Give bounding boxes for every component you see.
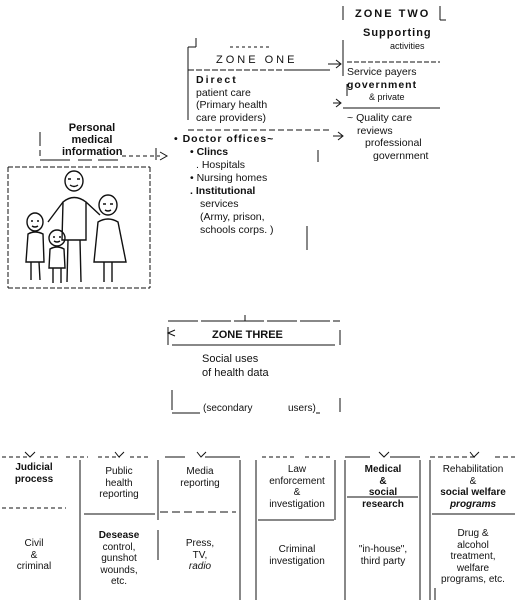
- col-judicial-body-3: criminal: [16, 561, 52, 572]
- col-rehab-body-2: alcohol: [457, 539, 489, 551]
- zone-two-quality-care: Quality care: [356, 112, 413, 124]
- col-rehab-head-1: Rehabilitation: [442, 464, 504, 475]
- zone-two-government2: government: [373, 149, 429, 162]
- col-law-body-1: Criminal: [278, 544, 316, 555]
- col-rehab-head-3: social welfare: [440, 487, 506, 498]
- zone-one-primary: (Primary health: [196, 99, 268, 111]
- col-judicial-head-2: process: [14, 473, 54, 485]
- zone-three-social: Social uses of health data: [202, 352, 269, 380]
- zone-one-institutional: Institutional: [195, 185, 256, 197]
- col-rehab-head: Rehabilitation & social welfare programs: [430, 464, 516, 510]
- col-public-body-5: etc.: [110, 576, 128, 587]
- col-public-body-4: wounds,: [100, 564, 138, 576]
- family-drawing: [25, 170, 127, 283]
- col-public-body-1: Desease: [98, 530, 140, 541]
- col-medical-head: Medical & social research: [347, 464, 419, 510]
- zone-three-users: users): [288, 403, 316, 414]
- zone-one-patient-care: patient care: [196, 86, 251, 99]
- col-rehab-head-2: &: [469, 475, 477, 487]
- col-judicial-head-1: Judicial: [15, 462, 53, 473]
- zone-three-social-uses: Social uses: [202, 353, 259, 365]
- col-media-body-2: TV,: [192, 549, 208, 561]
- zone-two-private: & private: [369, 92, 405, 102]
- col-public-head-3: reporting: [99, 489, 139, 500]
- zone-two-service-payers: Service payers: [347, 66, 417, 78]
- zone-two-government: government: [347, 78, 418, 91]
- col-judicial-body-1: Civil: [24, 538, 44, 549]
- zone-two-quality: ~ Quality care reviews professional gove…: [347, 112, 429, 162]
- zone-one-clinics: Clincs: [196, 146, 229, 158]
- personal-info-label: Personal medical information: [62, 122, 123, 158]
- col-medical-body-1: "in-house",: [358, 544, 408, 555]
- personal-line3: information: [62, 146, 123, 158]
- col-medical-head-4: research: [362, 498, 404, 510]
- zone-one-schools: schools corps. ): [200, 224, 274, 236]
- col-public-body: Desease control, gunshot wounds, etc.: [82, 530, 156, 588]
- zone-one-services: services: [200, 198, 239, 210]
- col-medical-head-3: social: [368, 487, 398, 498]
- zone-one-providers-list: • Doctor offices~ • Clincs . Hospitals •…: [174, 133, 275, 236]
- col-law-head-2: enforcement: [269, 475, 325, 487]
- col-media-head: Media reporting: [162, 466, 238, 489]
- col-law-head-3: &: [293, 487, 301, 498]
- zone-two-payers: Service payers government & private: [347, 66, 417, 104]
- col-law-head: Law enforcement & investigation: [258, 464, 336, 510]
- col-public-head-1: Public: [105, 466, 133, 477]
- zone-three-title: ZONE THREE: [212, 329, 283, 341]
- col-judicial-head: Judicial process: [0, 462, 68, 485]
- col-law-head-4: investigation: [269, 498, 325, 510]
- col-medical-body: "in-house", third party: [347, 544, 419, 567]
- zone-two-activities: activities: [390, 41, 425, 51]
- zone-one-care-providers: care providers): [196, 111, 267, 124]
- zone-one-direct-care: Direct patient care (Primary health care…: [196, 74, 267, 124]
- col-medical-head-2: &: [379, 475, 387, 487]
- col-media-head-1: Media: [186, 466, 214, 477]
- col-public-head: Public health reporting: [82, 466, 156, 501]
- col-media-body-1: Press,: [185, 538, 215, 549]
- col-public-head-2: health: [105, 477, 133, 489]
- col-media-head-2: reporting: [180, 477, 220, 489]
- personal-line1: Personal: [68, 122, 116, 134]
- col-medical-body-2: third party: [360, 555, 406, 567]
- col-media-body-3: radio: [188, 561, 212, 572]
- zone-one-doctor: Doctor offices~: [182, 133, 275, 145]
- zone-three-secondary: (secondary: [203, 403, 253, 414]
- zone-two-supporting: Supporting: [363, 27, 432, 39]
- col-media-body: Press, TV, radio: [162, 538, 238, 573]
- col-medical-head-1: Medical: [364, 464, 402, 475]
- zone-one-hospitals: Hospitals: [201, 159, 246, 171]
- zone-two-professional: professional: [365, 137, 422, 149]
- zone-two-title: ZONE TWO: [355, 8, 431, 20]
- zone-three-of-health: of health data: [202, 367, 269, 379]
- col-public-body-2: control,: [102, 541, 136, 553]
- col-law-body: Criminal investigation: [258, 544, 336, 567]
- col-judicial-body-2: &: [30, 549, 38, 561]
- col-rehab-body-3: treatment,: [450, 551, 496, 562]
- col-rehab-body-1: Drug &: [457, 528, 489, 539]
- col-rehab-body-5: programs, etc.: [441, 574, 505, 585]
- zone-one-nursing: Nursing homes: [196, 172, 268, 184]
- zone-one-army: (Army, prison,: [200, 211, 265, 223]
- col-public-body-3: gunshot: [101, 553, 137, 564]
- col-rehab-body: Drug & alcohol treatment, welfare progra…: [430, 528, 516, 586]
- zone-one-title: ZONE ONE: [216, 54, 298, 66]
- zone-one-direct: Direct: [196, 74, 238, 86]
- col-rehab-body-4: welfare: [456, 562, 490, 574]
- col-rehab-head-4: programs: [449, 498, 497, 510]
- personal-line2: medical: [71, 134, 113, 146]
- col-law-head-1: Law: [287, 464, 307, 475]
- col-law-body-2: investigation: [269, 555, 325, 567]
- col-judicial-body: Civil & criminal: [0, 538, 68, 573]
- zone-two-reviews: reviews: [357, 124, 393, 137]
